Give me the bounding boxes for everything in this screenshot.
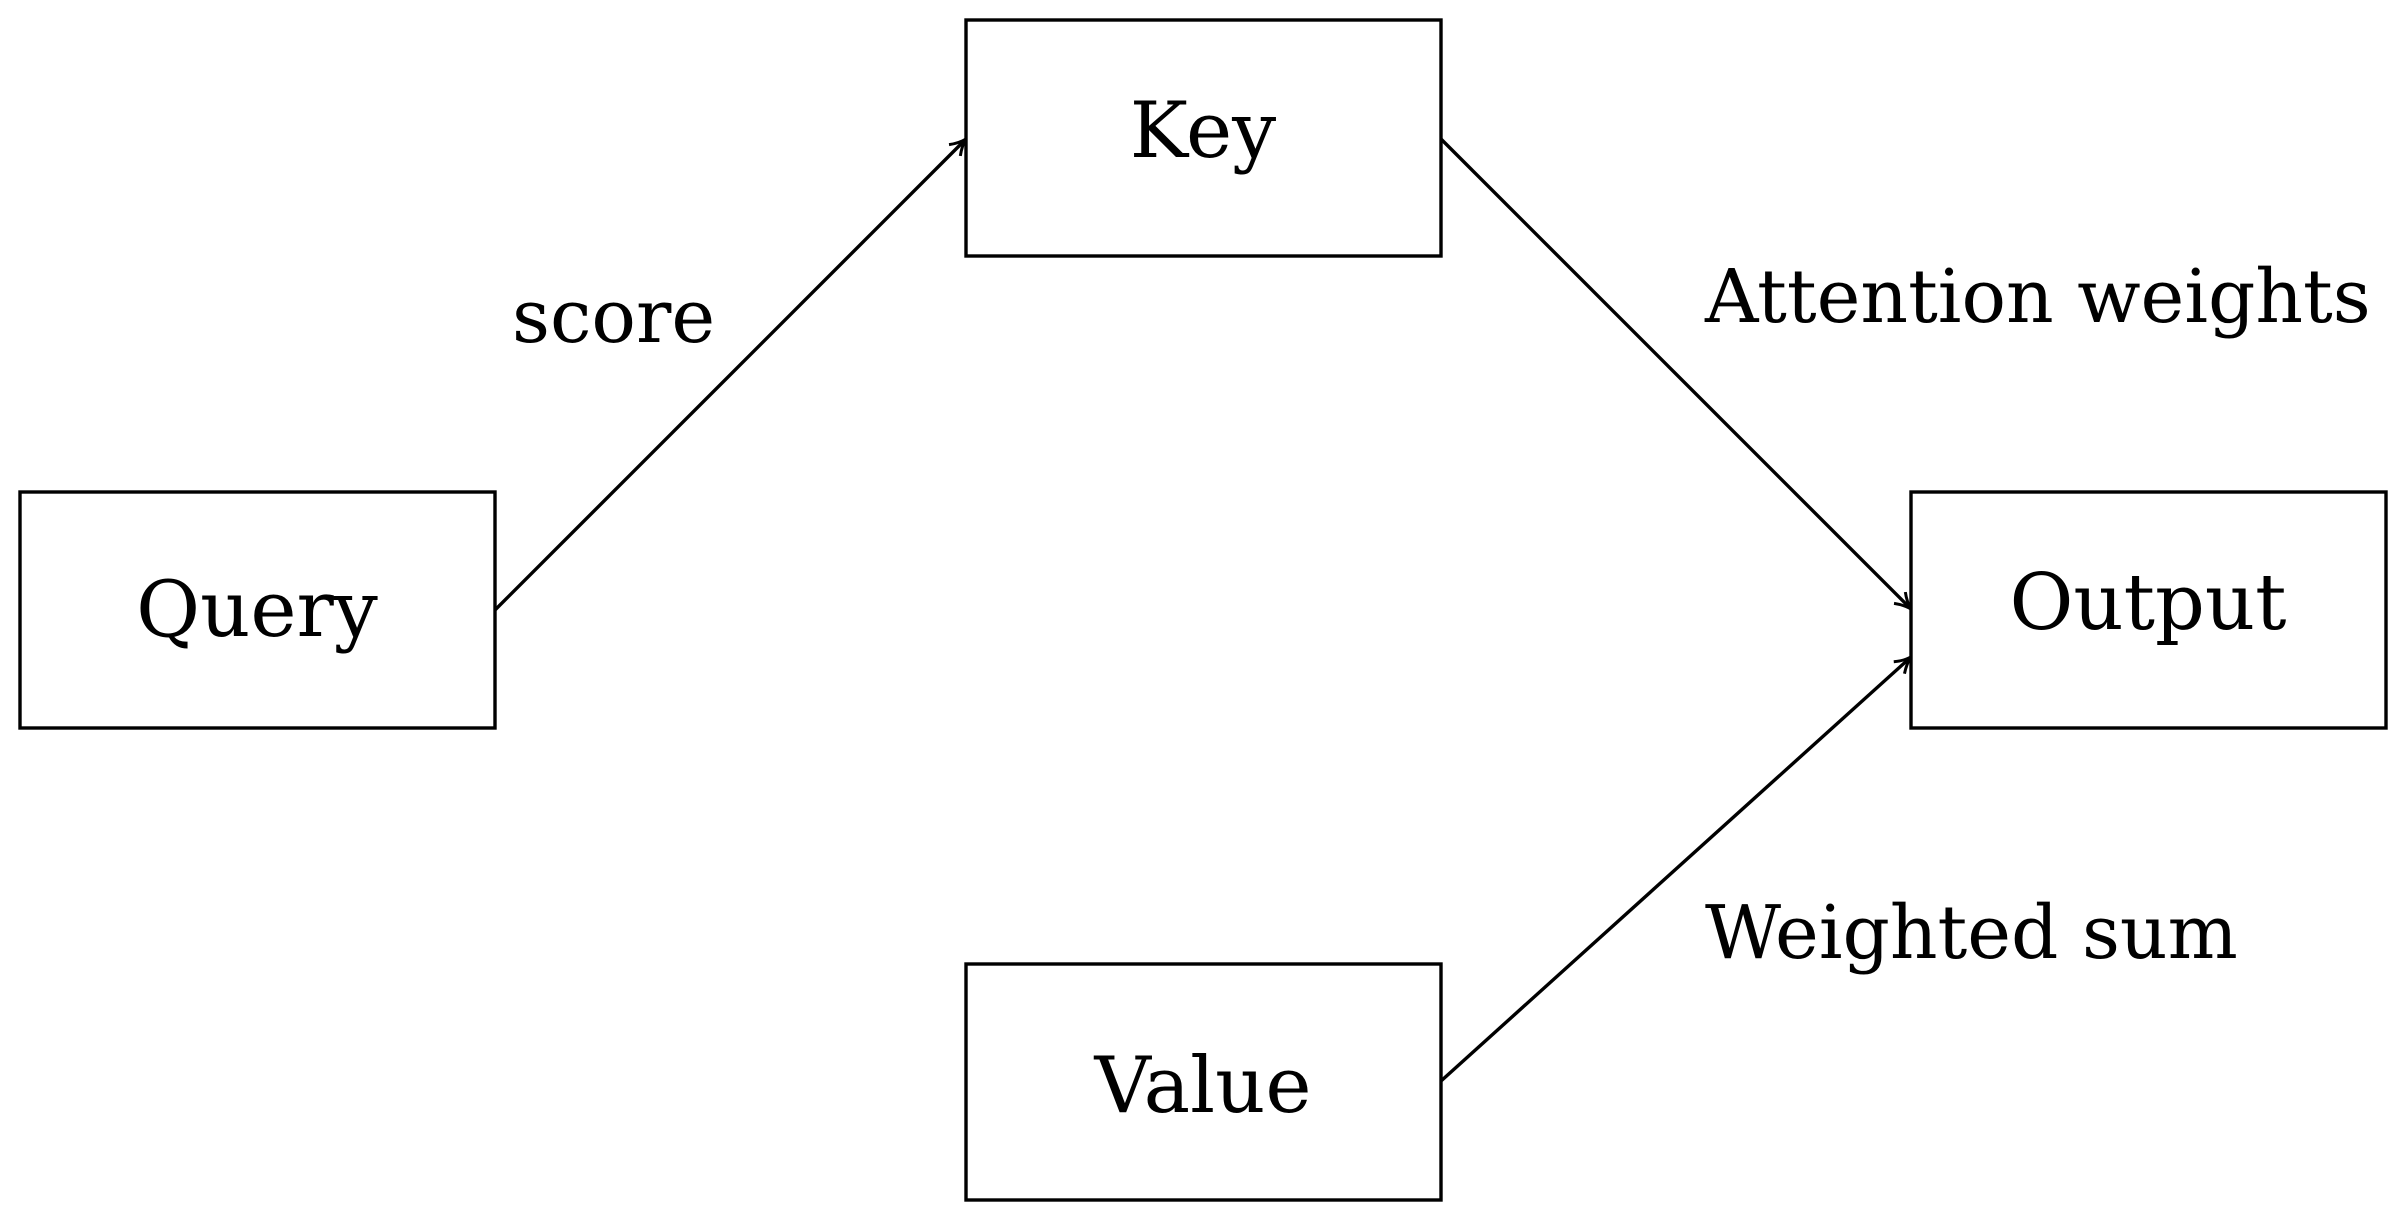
node-query-box	[18, 490, 497, 730]
node-key-box	[964, 18, 1443, 258]
edge-label-attention-weights: Attention weights	[1704, 254, 2371, 340]
edge-value-to-output: Weighted sum	[1439, 655, 2238, 1083]
node-query-label: Query	[136, 565, 378, 655]
edge-key-to-output: Attention weights	[1439, 137, 2371, 611]
edge-value-output-line	[1439, 655, 1913, 1083]
node-output: Output	[1909, 490, 2388, 730]
node-value-box	[964, 962, 1443, 1202]
node-key-label: Key	[1130, 86, 1276, 176]
edge-query-key-line	[493, 137, 968, 612]
node-key: Key	[964, 18, 1443, 258]
edge-key-output-line	[1439, 137, 1913, 611]
node-output-box	[1909, 490, 2388, 730]
edge-label-weighted-sum: Weighted sum	[1705, 890, 2238, 976]
node-value-label: Value	[1093, 1041, 1311, 1131]
node-query: Query	[18, 490, 497, 730]
node-output-label: Output	[2009, 558, 2286, 648]
node-value: Value	[964, 962, 1443, 1202]
edge-label-score: score	[512, 274, 715, 360]
edge-query-to-key: score	[493, 137, 968, 612]
